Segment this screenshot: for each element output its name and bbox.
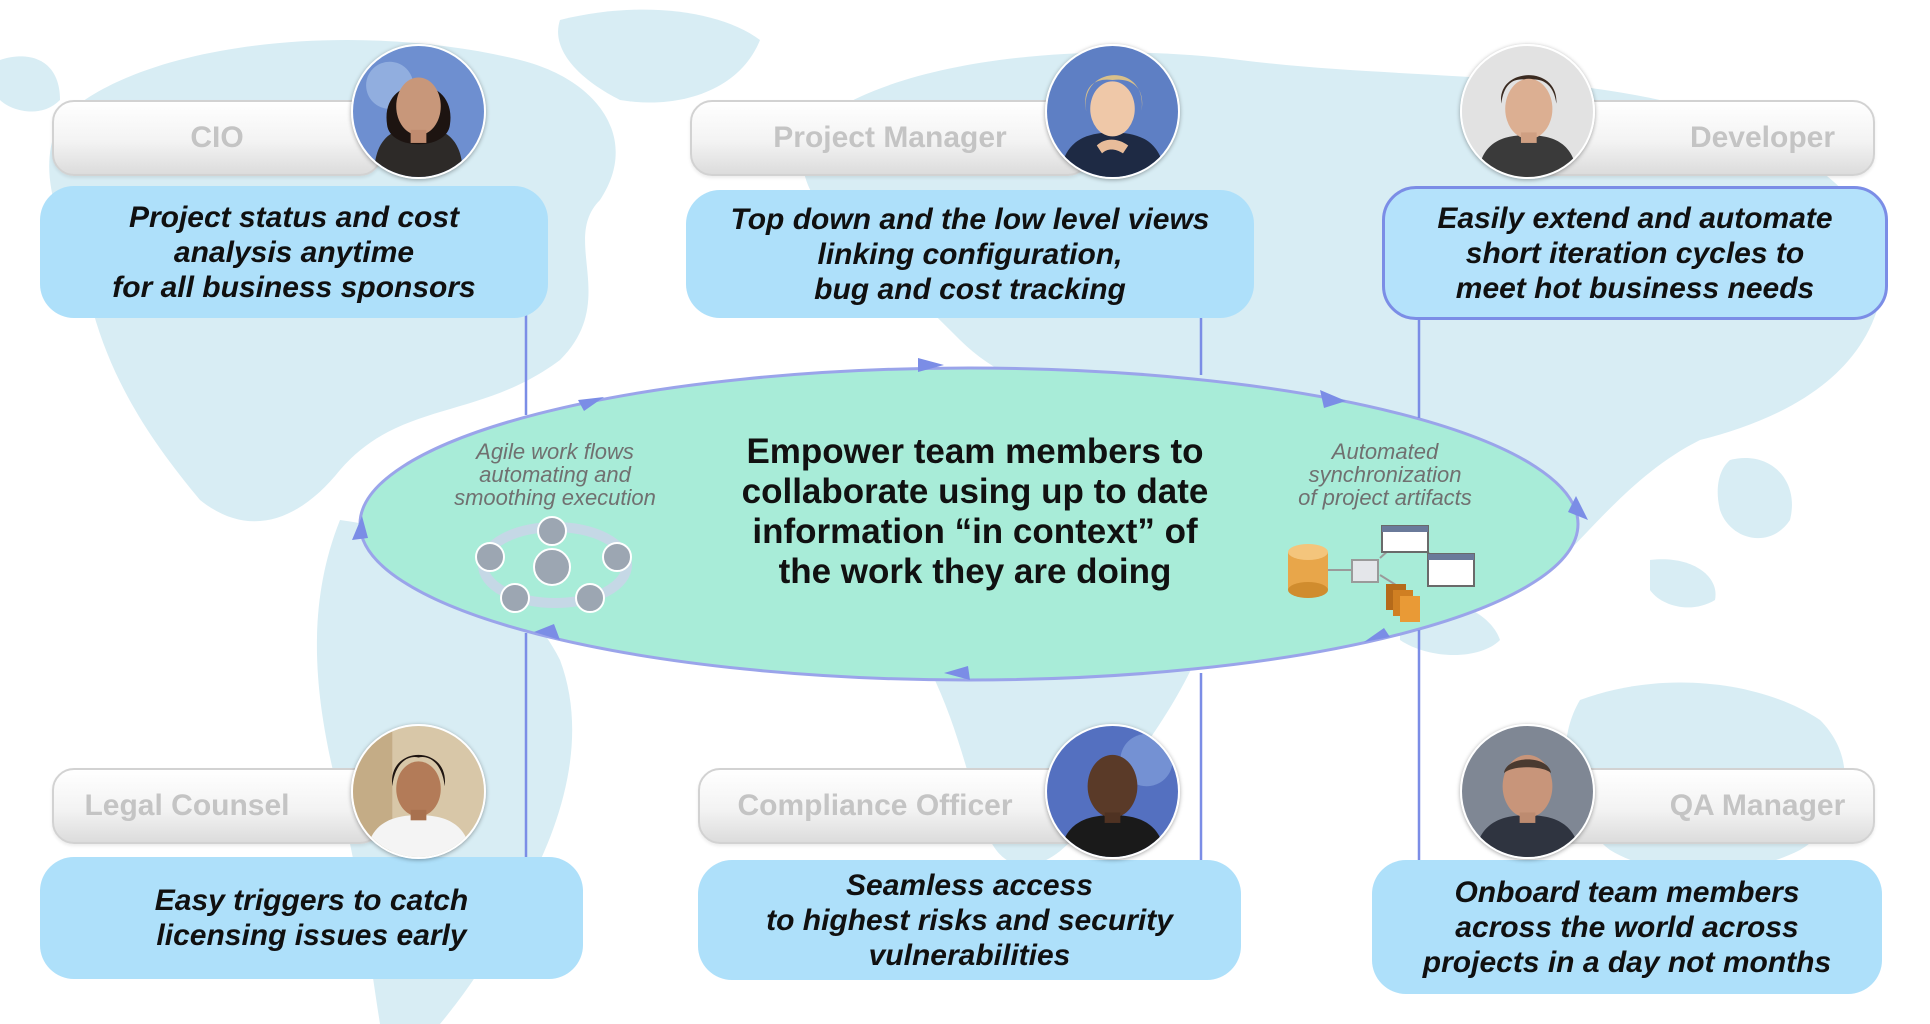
flow-arrow [1364,628,1390,642]
benefit-text: Seamless access to highest risks and sec… [766,868,1173,972]
document-icon [1351,559,1379,583]
files-icon [1386,584,1420,622]
role-label-compliance-officer: Compliance Officer [698,768,1092,844]
developer-avatar [1460,44,1595,179]
benefit-box-legal-counsel: Easy triggers to catch licensing issues … [40,857,583,979]
legal-counsel-avatar [351,724,486,859]
benefit-box-cio: Project status and cost analysis anytime… [40,186,548,318]
role-title: Developer [1689,121,1836,154]
flow-arrow [352,516,368,540]
benefit-box-compliance-officer: Seamless access to highest risks and sec… [698,860,1241,980]
benefit-box-developer: Easily extend and automate short iterati… [1382,186,1888,320]
flow-arrow [918,358,944,372]
flow-arrow [534,624,560,640]
role-label-project-manager: Project Manager [690,100,1090,176]
role-label-cio: CIO [52,100,382,176]
flow-arrow [944,666,970,680]
role-title: CIO [190,121,244,154]
flow-arrow [578,397,604,411]
qa-manager-avatar [1460,724,1595,859]
compliance-officer-avatar [1045,724,1180,859]
database-icon [1288,544,1328,598]
artifact-sync-icon [1288,525,1475,622]
flow-arrow [1320,390,1346,408]
benefit-text: Easy triggers to catch licensing issues … [154,884,469,952]
benefit-text: Project status and cost analysis anytime… [112,200,476,304]
role-title: QA Manager [1669,789,1846,822]
benefit-text: Easily extend and automate short iterati… [1437,201,1833,305]
benefit-box-project-manager: Top down and the low level views linking… [686,190,1254,318]
benefit-text: Onboard team members across the world ac… [1422,875,1832,979]
benefit-box-qa-manager: Onboard team members across the world ac… [1372,860,1882,994]
role-title: Legal Counsel [84,789,290,822]
cio-avatar [351,44,486,179]
benefit-text: Top down and the low level views linking… [730,202,1210,306]
project-manager-avatar [1045,44,1180,179]
center-message: Empower team members to collaborate usin… [741,432,1209,591]
flow-arrow [1568,496,1588,520]
role-title: Compliance Officer [737,789,1013,822]
agile-workflow-caption: Agile work flows automating and smoothin… [454,439,656,510]
artifact-sync-caption: Automated synchronization of project art… [1298,439,1472,510]
team-workflow-icon [475,516,632,613]
role-title: Project Manager [773,121,1007,154]
role-label-legal-counsel: Legal Counsel [52,768,382,844]
